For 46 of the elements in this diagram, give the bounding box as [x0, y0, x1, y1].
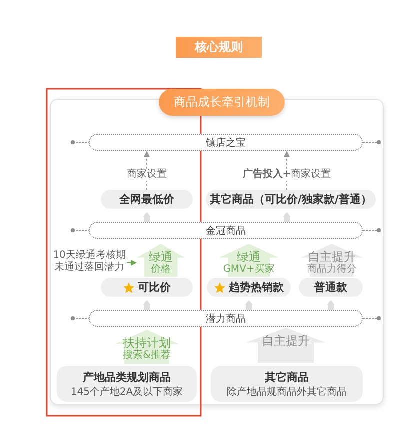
arrow-subtext: 商品力得分 [307, 264, 357, 276]
pill-title: 趋势热销款 [229, 280, 284, 295]
note-text: 商家设置 [127, 169, 167, 181]
arrow-subtext: 搜索&推荐 [123, 350, 171, 362]
connector-line [286, 180, 288, 190]
arrow [144, 151, 150, 170]
arrow-label: 自主提升 [262, 334, 310, 348]
category-pill [207, 278, 291, 297]
tier-label: 镇店之宝 [206, 136, 246, 150]
arrow [126, 260, 137, 266]
tier-label: 潜力商品 [206, 312, 246, 326]
tier-bar [89, 310, 363, 327]
pill-title: 产地品类规划商品 [83, 370, 171, 384]
arrow-subtext: 价格 [151, 264, 171, 276]
pill-title: 其它商品（可比价/独家款/普通） [210, 192, 372, 207]
tier-label: 金冠商品 [206, 224, 246, 238]
arrow [327, 300, 335, 310]
section-heading-pill: 商品成长牵引机制 [159, 89, 285, 116]
arrow [143, 300, 151, 310]
pill-subtitle: 除产地品规商品外其它商品 [227, 386, 347, 398]
arrow-label: 绿通 [237, 250, 261, 264]
upward-arrow-block [246, 328, 326, 363]
category-pill [101, 278, 193, 297]
pill-title: 全网最低价 [120, 192, 174, 207]
arrow [143, 212, 151, 222]
arrow-label: 绿通 [149, 250, 173, 264]
connector-line [146, 180, 148, 190]
upward-arrow-block [115, 330, 179, 364]
title-banner: 核心规则 [176, 37, 262, 58]
arrow-label: 自主提升 [308, 250, 356, 264]
pill-title: 其它商品 [265, 370, 309, 384]
arrow [283, 212, 291, 222]
category-pill [57, 366, 197, 402]
upward-arrow-block [137, 244, 185, 277]
tier-bar [89, 134, 363, 151]
arrow [245, 300, 253, 310]
arrow-label: 扶持计划 [123, 336, 171, 350]
pill-title: 可比价 [138, 280, 171, 295]
pill-subtitle: 145个产地2A及以下商家 [70, 386, 184, 398]
upward-arrow-block [219, 244, 279, 277]
arrow [284, 151, 290, 170]
category-pill [101, 190, 193, 209]
arrow-subtext: GMV+买家 [223, 264, 275, 276]
pill-title: 普通款 [314, 280, 348, 295]
category-pill [206, 190, 376, 209]
tier-bar [89, 222, 363, 239]
